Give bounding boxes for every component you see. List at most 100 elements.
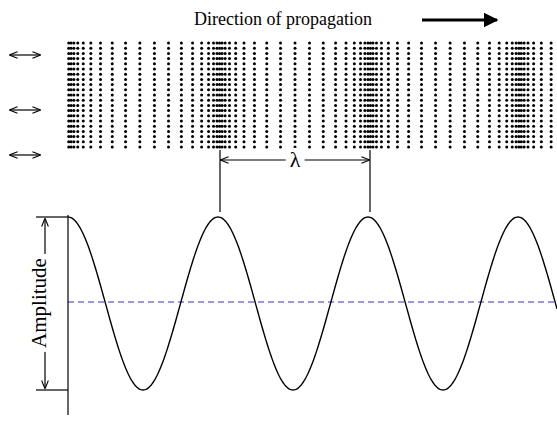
particle-dot xyxy=(224,88,227,91)
particle-dot xyxy=(363,114,366,117)
particle-dot xyxy=(322,78,325,81)
particle-dot xyxy=(476,120,479,123)
particle-dot xyxy=(253,68,256,71)
particle-dot xyxy=(253,73,256,76)
particle-dot xyxy=(527,88,530,91)
particle-dot xyxy=(82,94,85,97)
particle-dot xyxy=(369,135,372,138)
particle-dot xyxy=(72,57,75,60)
particle-dot xyxy=(279,73,282,76)
particle-dot xyxy=(420,104,423,107)
particle-dot xyxy=(523,130,526,133)
particle-dot xyxy=(76,146,79,149)
particle-dot xyxy=(253,42,256,45)
particle-dot xyxy=(234,52,237,55)
particle-dot xyxy=(396,140,399,143)
particle-dot xyxy=(224,42,227,45)
particle-dot xyxy=(434,125,437,128)
particle-dot xyxy=(82,146,85,149)
particle-dot xyxy=(550,114,553,117)
particle-dot xyxy=(234,109,237,112)
particle-dot xyxy=(434,130,437,133)
particle-dot xyxy=(505,57,508,60)
particle-dot xyxy=(294,99,297,102)
particle-dot xyxy=(124,94,127,97)
particle-dot xyxy=(180,120,183,123)
particle-dot xyxy=(234,62,237,65)
particle-dot xyxy=(396,83,399,86)
particle-dot xyxy=(420,125,423,128)
particle-dot xyxy=(89,120,92,123)
particle-dot xyxy=(242,135,245,138)
particle-dot xyxy=(363,52,366,55)
particle-dot xyxy=(515,104,518,107)
particle-dot xyxy=(207,52,210,55)
particle-dot xyxy=(523,135,526,138)
particle-dot xyxy=(228,140,231,143)
particle-dot xyxy=(72,47,75,50)
particle-dot xyxy=(515,62,518,65)
particle-dot xyxy=(82,120,85,123)
particle-dot xyxy=(294,125,297,128)
particle-dot xyxy=(82,42,85,45)
particle-dot xyxy=(111,104,114,107)
particle-dot xyxy=(265,88,268,91)
particle-dot xyxy=(407,99,410,102)
particle-dot xyxy=(265,62,268,65)
particle-dot xyxy=(221,47,224,50)
particle-dot xyxy=(375,78,378,81)
particle-dot xyxy=(363,109,366,112)
particle-dot xyxy=(505,47,508,50)
particle-dot xyxy=(72,135,75,138)
particle-dot xyxy=(76,73,79,76)
particle-dot xyxy=(228,125,231,128)
particle-dot xyxy=(138,99,141,102)
particle-dot xyxy=(200,99,203,102)
particle-dot xyxy=(387,114,390,117)
particle-dot xyxy=(72,78,75,81)
particle-dot xyxy=(253,135,256,138)
particle-dot xyxy=(221,83,224,86)
particle-dot xyxy=(523,57,526,60)
particle-dot xyxy=(124,78,127,81)
particle-dot xyxy=(498,57,501,60)
particle-dot xyxy=(279,109,282,112)
particle-dot xyxy=(476,94,479,97)
particle-dots xyxy=(67,42,552,149)
particle-dot xyxy=(207,140,210,143)
particle-dot xyxy=(224,114,227,117)
particle-dot xyxy=(191,94,194,97)
particle-dot xyxy=(265,146,268,149)
particle-dot xyxy=(242,62,245,65)
particle-dot xyxy=(523,99,526,102)
particle-dot xyxy=(221,109,224,112)
particle-dot xyxy=(70,42,73,45)
particle-dot xyxy=(520,94,523,97)
particle-dot xyxy=(99,68,102,71)
particle-dot xyxy=(191,88,194,91)
particle-dot xyxy=(72,99,75,102)
particle-dot xyxy=(153,88,156,91)
particle-dot xyxy=(207,114,210,117)
particle-dot xyxy=(228,78,231,81)
particle-dot xyxy=(224,140,227,143)
particle-dot xyxy=(463,140,466,143)
particle-dot xyxy=(228,94,231,97)
particle-dot xyxy=(359,94,362,97)
particle-dot xyxy=(515,88,518,91)
particle-dot xyxy=(488,135,491,138)
particle-dot xyxy=(200,73,203,76)
particle-dot xyxy=(532,68,535,71)
particle-dot xyxy=(207,130,210,133)
particle-dot xyxy=(191,140,194,143)
particle-dot xyxy=(111,88,114,91)
particle-dot xyxy=(476,135,479,138)
particle-dot xyxy=(515,73,518,76)
particle-dot xyxy=(138,62,141,65)
particle-dot xyxy=(515,109,518,112)
particle-dot xyxy=(242,73,245,76)
particle-dot xyxy=(363,140,366,143)
particle-dot xyxy=(180,47,183,50)
particle-dot xyxy=(212,130,215,133)
particle-dot xyxy=(463,47,466,50)
